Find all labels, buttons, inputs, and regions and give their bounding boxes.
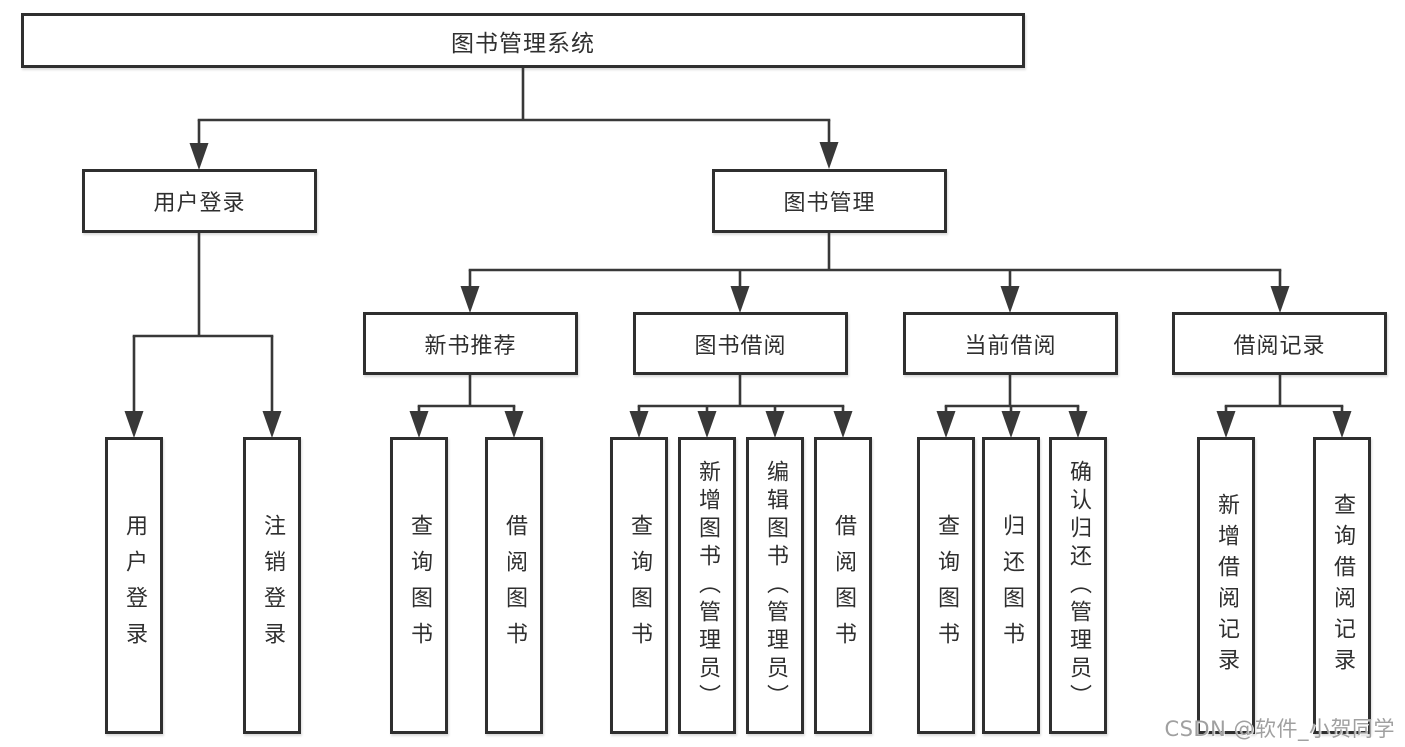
leaf-return-books-label: 归还图书 [999, 513, 1024, 658]
leaf-logout-label: 注销登录 [260, 513, 285, 658]
connector-book-borrow-branch [629, 375, 853, 438]
node-root-label: 图书管理系统 [451, 30, 595, 57]
node-new-book-recommend-label: 新书推荐 [424, 333, 517, 359]
leaf-query-borrow-record-label: 查询借阅记录 [1330, 492, 1355, 679]
leaf-user-login-label: 用户登录 [122, 513, 147, 658]
node-book-borrow: 图书借阅 [633, 312, 848, 375]
leaf-borrow-books: 借阅图书 [814, 437, 872, 734]
node-book-management: 图书管理 [712, 169, 947, 233]
node-current-borrow: 当前借阅 [903, 312, 1118, 375]
leaf-query-books-recommend: 查询图书 [390, 437, 448, 734]
leaf-query-books-borrow: 查询图书 [610, 437, 668, 734]
node-borrow-records-label: 借阅记录 [1233, 333, 1326, 359]
node-new-book-recommend: 新书推荐 [363, 312, 578, 375]
node-current-borrow-label: 当前借阅 [964, 333, 1057, 359]
connector-user-login-branch [124, 233, 282, 438]
leaf-borrow-books-recommend: 借阅图书 [485, 437, 543, 734]
leaf-confirm-return-admin-label: 确认归还（管理员） [1066, 459, 1091, 712]
leaf-borrow-books-label: 借阅图书 [831, 513, 856, 658]
node-book-borrow-label: 图书借阅 [694, 333, 787, 359]
leaf-logout: 注销登录 [243, 437, 301, 734]
leaf-user-login: 用户登录 [105, 437, 163, 734]
leaf-query-books-recommend-label: 查询图书 [407, 513, 432, 658]
leaf-borrow-books-recommend-label: 借阅图书 [502, 513, 527, 658]
connector-current-borrow-branch [936, 375, 1088, 438]
leaf-return-books: 归还图书 [982, 437, 1040, 734]
leaf-add-borrow-record-label: 新增借阅记录 [1214, 492, 1239, 679]
node-user-login: 用户登录 [82, 169, 317, 233]
leaf-edit-books-admin-label: 编辑图书（管理员） [763, 459, 788, 712]
node-borrow-records: 借阅记录 [1172, 312, 1387, 375]
connector-book-management-branch [460, 232, 1290, 313]
connector-new-book-branch [409, 375, 524, 438]
node-user-login-label: 用户登录 [153, 191, 246, 216]
leaf-add-books-admin: 新增图书（管理员） [678, 437, 736, 734]
leaf-query-books-borrow-label: 查询图书 [627, 513, 652, 658]
leaf-query-books-current-label: 查询图书 [934, 513, 959, 658]
leaf-edit-books-admin: 编辑图书（管理员） [746, 437, 804, 734]
leaf-query-books-current: 查询图书 [917, 437, 975, 734]
connector-root-to-level2 [189, 68, 839, 170]
leaf-query-borrow-record: 查询借阅记录 [1313, 437, 1371, 734]
leaf-add-books-admin-label: 新增图书（管理员） [695, 459, 720, 712]
node-root-system: 图书管理系统 [21, 13, 1025, 68]
node-book-management-label: 图书管理 [783, 191, 876, 216]
connector-borrow-records-branch [1216, 375, 1352, 438]
leaf-add-borrow-record: 新增借阅记录 [1197, 437, 1255, 734]
leaf-confirm-return-admin: 确认归还（管理员） [1049, 437, 1107, 734]
csdn-watermark: CSDN @软件_小贺同学 [1164, 717, 1395, 741]
